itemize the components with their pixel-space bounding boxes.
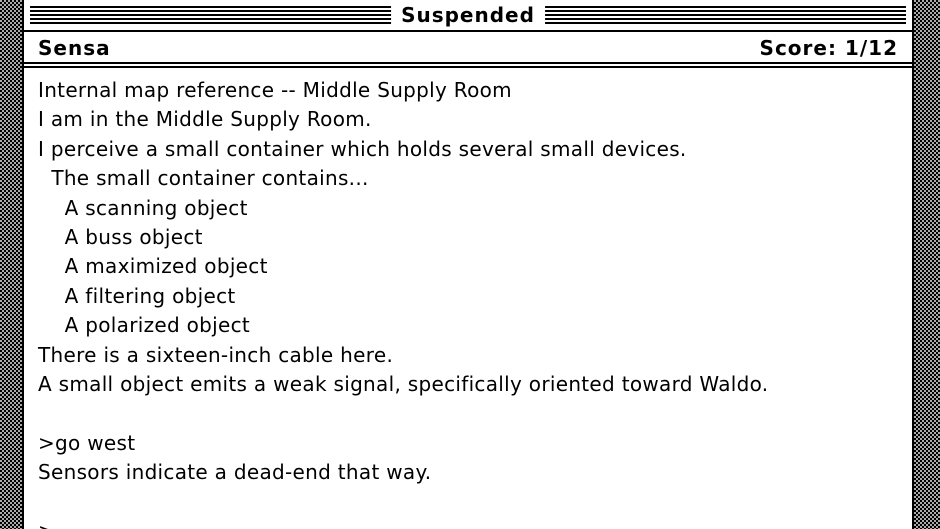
- command-prompt[interactable]: >: [38, 517, 912, 529]
- transcript-line: [38, 399, 912, 428]
- location-name: Sensa: [38, 36, 111, 60]
- transcript-line: A small object emits a weak signal, spec…: [38, 371, 769, 396]
- status-bar: Sensa Score: 1/12: [24, 32, 912, 68]
- transcript-line: Internal map reference -- Middle Supply …: [38, 78, 512, 102]
- transcript-line: I am in the Middle Supply Room.: [38, 107, 372, 132]
- transcript-line: A maximized object: [38, 254, 268, 279]
- transcript-line: A buss object: [38, 224, 203, 249]
- transcript-area[interactable]: Internal map reference -- Middle Supply …: [24, 68, 912, 529]
- transcript-line: There is a sixteen-inch cable here.: [38, 342, 394, 367]
- transcript-line: Sensors indicate a dead-end that way.: [38, 460, 432, 485]
- transcript-line: A scanning object: [38, 195, 248, 220]
- transcript-line: I perceive a small container which holds…: [38, 136, 687, 161]
- desktop-pattern-right: [914, 0, 940, 529]
- transcript-line: The small container contains...: [38, 166, 369, 191]
- transcript-line: A filtering object: [38, 283, 236, 308]
- transcript-line: >go west: [38, 430, 136, 455]
- transcript-line: A polarized object: [38, 313, 251, 338]
- transcript-line: [38, 487, 912, 516]
- game-window: Suspended Sensa Score: 1/12 Internal map…: [22, 0, 914, 529]
- desktop-pattern-left: [0, 0, 22, 529]
- title-bar[interactable]: Suspended: [24, 0, 912, 32]
- window-title: Suspended: [391, 3, 545, 27]
- score-display: Score: 1/12: [759, 36, 898, 60]
